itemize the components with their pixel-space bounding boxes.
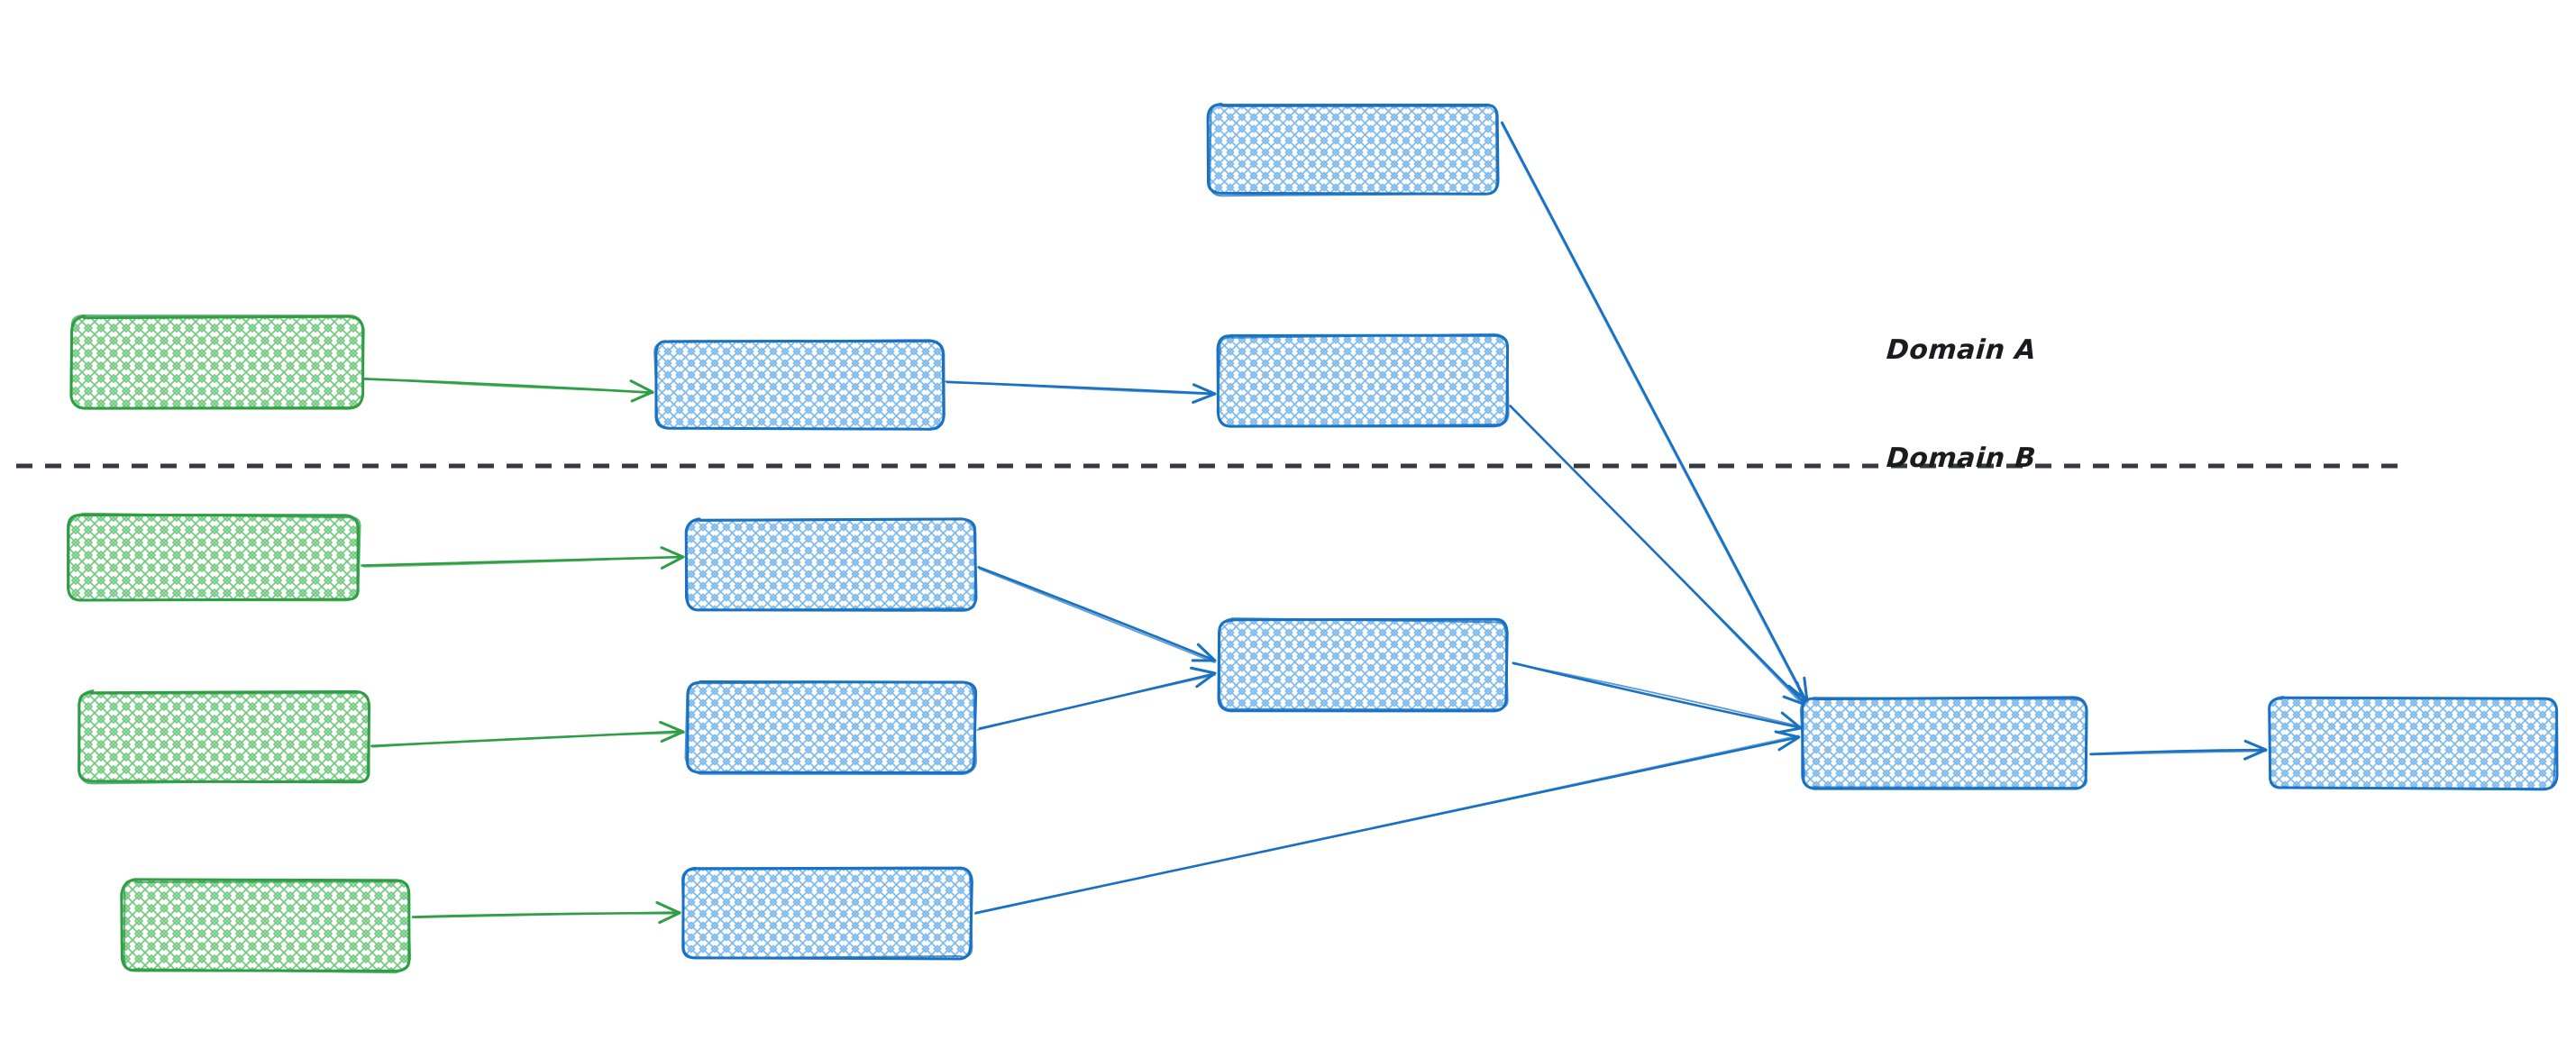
node-hit-a-src-1[interactable] bbox=[72, 317, 362, 407]
node-hit-b-merge-1[interactable] bbox=[1219, 620, 1507, 710]
edge-b-src-1-to-b-proc-1 bbox=[361, 546, 685, 570]
node-hit-b-src-3[interactable] bbox=[123, 880, 409, 971]
node-hit-b-proc-2[interactable] bbox=[687, 682, 975, 772]
node-b-src-3[interactable] bbox=[120, 878, 412, 974]
node-b-proc-2[interactable] bbox=[684, 680, 978, 776]
edge-b-merge-1-to-b-merge-2 bbox=[1512, 661, 1803, 734]
node-a-proc-2[interactable] bbox=[1216, 333, 1510, 428]
node-b-proc-3[interactable] bbox=[681, 866, 973, 961]
edge-b-proc-1-to-b-merge-1 bbox=[977, 565, 1217, 663]
edge-a-src-1-to-a-proc-1 bbox=[361, 378, 654, 403]
edge-b-src-2-to-b-proc-2 bbox=[370, 720, 685, 748]
node-b-out-1[interactable] bbox=[2268, 695, 2559, 791]
edge-a-proc-1-to-a-proc-2 bbox=[944, 380, 1217, 404]
edge-a-proc-2-to-b-merge-2 bbox=[1509, 405, 1807, 707]
node-b-merge-1[interactable] bbox=[1217, 617, 1509, 713]
node-hit-a-proc-2[interactable] bbox=[1219, 336, 1507, 425]
node-b-proc-1[interactable] bbox=[684, 517, 978, 612]
node-a-proc-0[interactable] bbox=[1206, 102, 1500, 197]
edges-layer bbox=[361, 121, 2268, 925]
node-hit-b-out-1[interactable] bbox=[2270, 698, 2556, 789]
node-hit-a-proc-1[interactable] bbox=[656, 341, 943, 429]
domain-b-label: Domain B bbox=[1885, 442, 2038, 474]
node-a-proc-1[interactable] bbox=[653, 339, 945, 431]
node-hit-b-proc-3[interactable] bbox=[683, 868, 972, 958]
edge-b-proc-3-to-b-merge-2 bbox=[973, 730, 1801, 915]
edge-b-proc-2-to-b-merge-1 bbox=[976, 666, 1217, 731]
node-b-src-1[interactable] bbox=[67, 512, 361, 602]
node-hit-a-proc-0[interactable] bbox=[1209, 105, 1497, 194]
edge-b-src-3-to-b-proc-3 bbox=[411, 901, 681, 925]
node-hit-b-proc-1[interactable] bbox=[687, 520, 975, 610]
node-hit-b-src-2[interactable] bbox=[79, 692, 370, 782]
domain-a-label: Domain A bbox=[1885, 334, 2038, 366]
node-hit-b-src-1[interactable] bbox=[69, 515, 359, 600]
edge-b-merge-2-to-b-out-1 bbox=[2089, 739, 2268, 761]
nodes-layer bbox=[67, 102, 2559, 974]
node-b-src-2[interactable] bbox=[78, 689, 371, 785]
edge-a-proc-0-to-b-merge-2 bbox=[1500, 121, 1809, 704]
node-b-merge-2[interactable] bbox=[1799, 696, 2088, 790]
node-hit-b-merge-2[interactable] bbox=[1803, 698, 2087, 789]
node-a-src-1[interactable] bbox=[69, 314, 365, 410]
